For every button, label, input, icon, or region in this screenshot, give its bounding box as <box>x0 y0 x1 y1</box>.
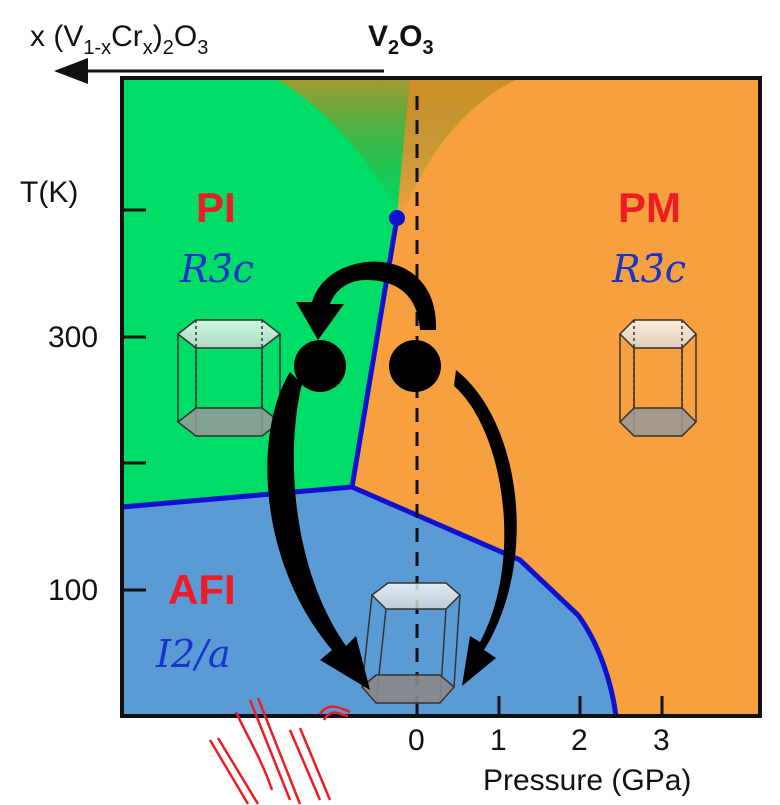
afi-pm-boundary <box>351 484 619 717</box>
y-axis-label: T(K) <box>20 176 78 209</box>
phase-boundaries <box>121 217 619 717</box>
crossover-region <box>275 78 520 218</box>
doping-label: x (V1-xCrx)2O3 <box>30 20 208 59</box>
afi-space-group: I2/a <box>155 632 231 676</box>
x-tick-3: 3 <box>653 724 670 757</box>
doping-direction-arrow-icon <box>54 58 384 84</box>
pm-phase-label: PM <box>618 184 681 231</box>
hexagonal-prism-icon <box>360 582 462 704</box>
x-axis-label: Pressure (GPa) <box>483 764 691 797</box>
curved-arrow-icon <box>296 261 437 340</box>
x-tick-0: 0 <box>408 724 425 757</box>
state-circle-left <box>294 340 346 392</box>
laser-pulse-icon <box>208 697 351 805</box>
phase-regions <box>122 78 760 716</box>
pi-region <box>122 78 410 507</box>
hexagonal-prism-icon <box>618 319 698 437</box>
compound-label: V2O3 <box>368 20 434 59</box>
critical-point <box>389 210 405 226</box>
plot-frame <box>120 76 762 718</box>
pi-afi-boundary <box>121 484 353 510</box>
curved-arrow-icon <box>454 370 517 686</box>
x-tick-1: 1 <box>490 724 507 757</box>
pm-space-group: R3̄c <box>611 247 686 291</box>
afi-phase-label: AFI <box>168 566 236 613</box>
y-tick-300: 300 <box>48 321 98 354</box>
hexagonal-prism-icon <box>176 319 282 437</box>
y-ticks <box>122 208 146 592</box>
y-tick-100: 100 <box>48 574 98 607</box>
pi-phase-label: PI <box>196 184 236 231</box>
state-circle-right <box>389 340 441 392</box>
pi-space-group: R3̄c <box>179 247 254 291</box>
pi-pm-boundary <box>349 217 400 488</box>
x-tick-2: 2 <box>571 724 588 757</box>
curved-arrow-icon <box>267 372 370 690</box>
